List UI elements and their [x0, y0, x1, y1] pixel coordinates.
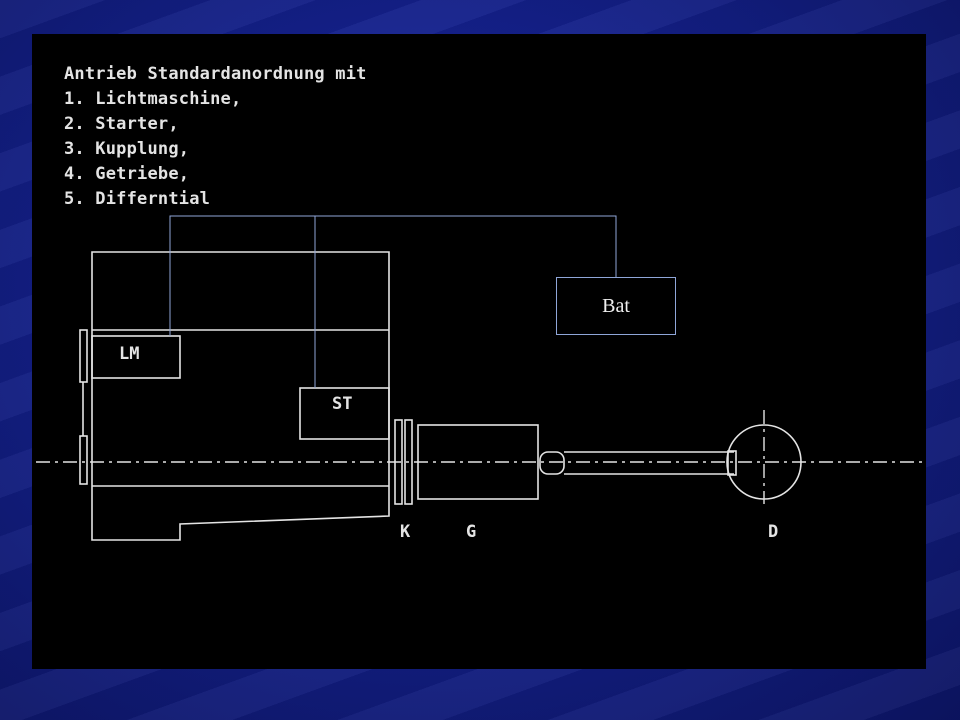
- k-label: K: [400, 522, 411, 542]
- shaft-end: [727, 450, 737, 476]
- clutch-plate-2: [404, 419, 413, 505]
- d-label: D: [768, 522, 779, 542]
- heading-line: 4. Getriebe,: [64, 164, 190, 184]
- lm-label: LM: [119, 344, 140, 364]
- st-label: ST: [332, 394, 353, 414]
- drivetrain-drawing: [36, 215, 926, 541]
- diagram-heading: Antrieb Standardanordnung mit 1. Lichtma…: [64, 62, 367, 212]
- starter-box: [299, 387, 390, 440]
- engine-block: [91, 251, 390, 541]
- heading-line: 3. Kupplung,: [64, 139, 190, 159]
- heading-line: 2. Starter,: [64, 114, 179, 134]
- g-label: G: [466, 522, 477, 542]
- heading-line: Antrieb Standardanordnung mit: [64, 64, 367, 84]
- heading-line: 5. Differntial: [64, 189, 211, 209]
- universal-joint: [539, 451, 565, 475]
- lichtmaschine-box: [91, 335, 181, 379]
- left-bracket-lower: [79, 435, 88, 485]
- wire-lm-to-battery: [169, 215, 617, 336]
- heading-line: 1. Lichtmaschine,: [64, 89, 242, 109]
- left-bracket-upper: [79, 329, 88, 383]
- diagram-screen: Antrieb Standardanordnung mit 1. Lichtma…: [32, 34, 926, 669]
- battery-box: Bat: [556, 277, 676, 335]
- battery-label: Bat: [602, 294, 630, 317]
